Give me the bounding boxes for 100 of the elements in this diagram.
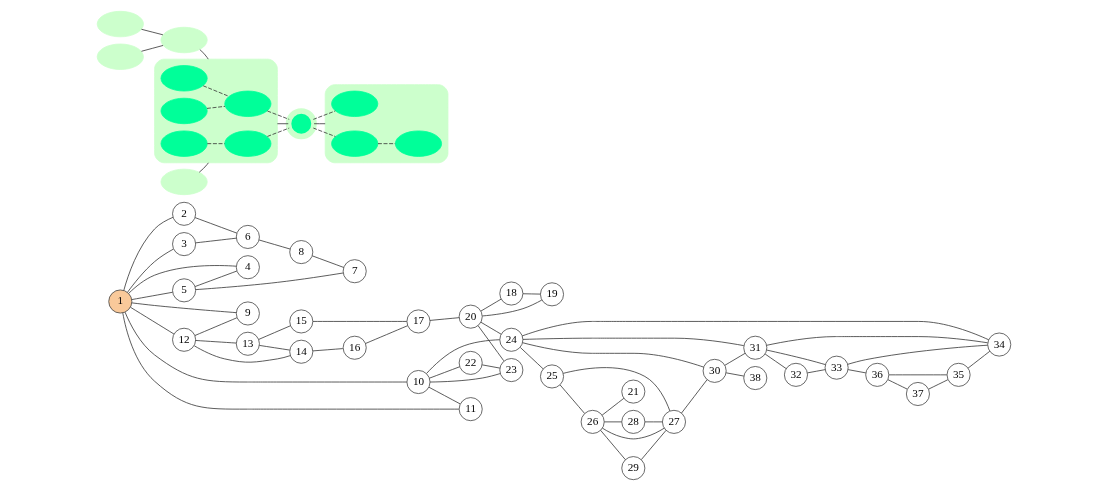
node-circle: 29 <box>620 456 645 481</box>
connector <box>258 239 290 250</box>
connector <box>313 123 326 125</box>
connector <box>257 325 291 340</box>
node-blob <box>160 26 208 54</box>
node-circle: 34 <box>986 332 1011 357</box>
connector <box>680 379 707 414</box>
connector <box>193 345 291 363</box>
connector <box>202 85 229 97</box>
connector <box>888 374 947 376</box>
connector <box>601 427 665 440</box>
node-circle: 14 <box>288 339 313 364</box>
node-circle: 32 <box>783 362 808 387</box>
connector <box>521 342 704 368</box>
node-circle: 30 <box>702 358 727 383</box>
node-circle: 9 <box>235 301 260 326</box>
connector <box>927 379 948 390</box>
connector <box>194 340 237 344</box>
connector <box>847 369 866 374</box>
node-circle: 24 <box>498 327 523 352</box>
node-circle: 20 <box>458 304 483 329</box>
node-circle: 25 <box>539 364 564 389</box>
connector <box>194 237 237 244</box>
node-circle: 28 <box>620 409 645 434</box>
node-blob <box>96 43 144 70</box>
connector <box>887 379 908 390</box>
connector <box>206 105 225 109</box>
node-circle: 19 <box>539 282 564 307</box>
node-circle: 1 <box>107 289 132 314</box>
node-circle: 13 <box>235 331 260 356</box>
node-blob <box>394 130 442 157</box>
connector <box>131 291 173 300</box>
connector <box>140 45 163 52</box>
node-circle: 12 <box>171 327 196 352</box>
node-circle: 15 <box>288 309 313 334</box>
node-circle: 18 <box>498 281 523 306</box>
connector <box>140 28 163 36</box>
connector <box>312 127 336 137</box>
connector <box>521 321 989 341</box>
node-circle: 11 <box>458 397 483 422</box>
node-blob <box>330 130 378 157</box>
node-circle: 5 <box>171 278 196 303</box>
connector <box>198 49 209 60</box>
node-circle: 2 <box>171 201 196 226</box>
node-circle: 36 <box>864 362 889 387</box>
connector <box>562 367 670 412</box>
node-circle: 27 <box>661 409 686 434</box>
connector <box>522 337 744 346</box>
node-blob <box>223 90 271 117</box>
connector <box>193 317 237 336</box>
connector <box>311 348 343 352</box>
connector <box>276 123 289 125</box>
connector <box>644 421 663 423</box>
connector <box>522 293 541 295</box>
connector <box>428 366 460 379</box>
connector <box>480 298 502 312</box>
connector <box>194 217 237 234</box>
node-blob <box>96 10 144 38</box>
connector <box>481 299 542 317</box>
connector <box>129 306 174 335</box>
connector <box>967 350 990 369</box>
connector <box>477 325 504 362</box>
connector <box>765 349 826 365</box>
connector <box>806 369 826 374</box>
connector <box>599 429 626 461</box>
node-circle: 23 <box>498 358 523 383</box>
node-circle: 8 <box>288 240 313 265</box>
node-circle: 38 <box>742 366 767 390</box>
node-circle: 6 <box>235 224 260 249</box>
node-circle: 3 <box>171 232 196 257</box>
connector <box>122 216 173 291</box>
connector <box>126 248 174 293</box>
node-circle: 7 <box>342 259 367 284</box>
connector <box>480 321 502 335</box>
node-blob <box>160 130 208 157</box>
connector <box>131 302 237 314</box>
node-circle: 16 <box>342 335 367 360</box>
connector <box>603 421 622 423</box>
cluster <box>324 84 448 164</box>
connector <box>725 372 744 377</box>
connector <box>765 336 988 346</box>
connector <box>266 127 290 137</box>
connector <box>601 397 624 416</box>
connector <box>258 345 290 351</box>
node-circle: 26 <box>580 409 605 434</box>
node-blob <box>160 65 208 92</box>
node-circle: 10 <box>406 370 430 394</box>
connector <box>124 311 407 383</box>
node-circle: 31 <box>742 335 767 360</box>
node-circle: 35 <box>946 362 971 387</box>
connector <box>764 353 787 369</box>
connector <box>846 344 988 365</box>
node-circle: 33 <box>824 355 849 380</box>
node-circle: 4 <box>235 255 260 280</box>
cluster <box>153 58 278 164</box>
connector <box>481 364 500 369</box>
connector <box>559 384 585 414</box>
node-circle: 21 <box>620 379 645 404</box>
connector <box>312 110 336 120</box>
node-blob <box>330 90 378 117</box>
